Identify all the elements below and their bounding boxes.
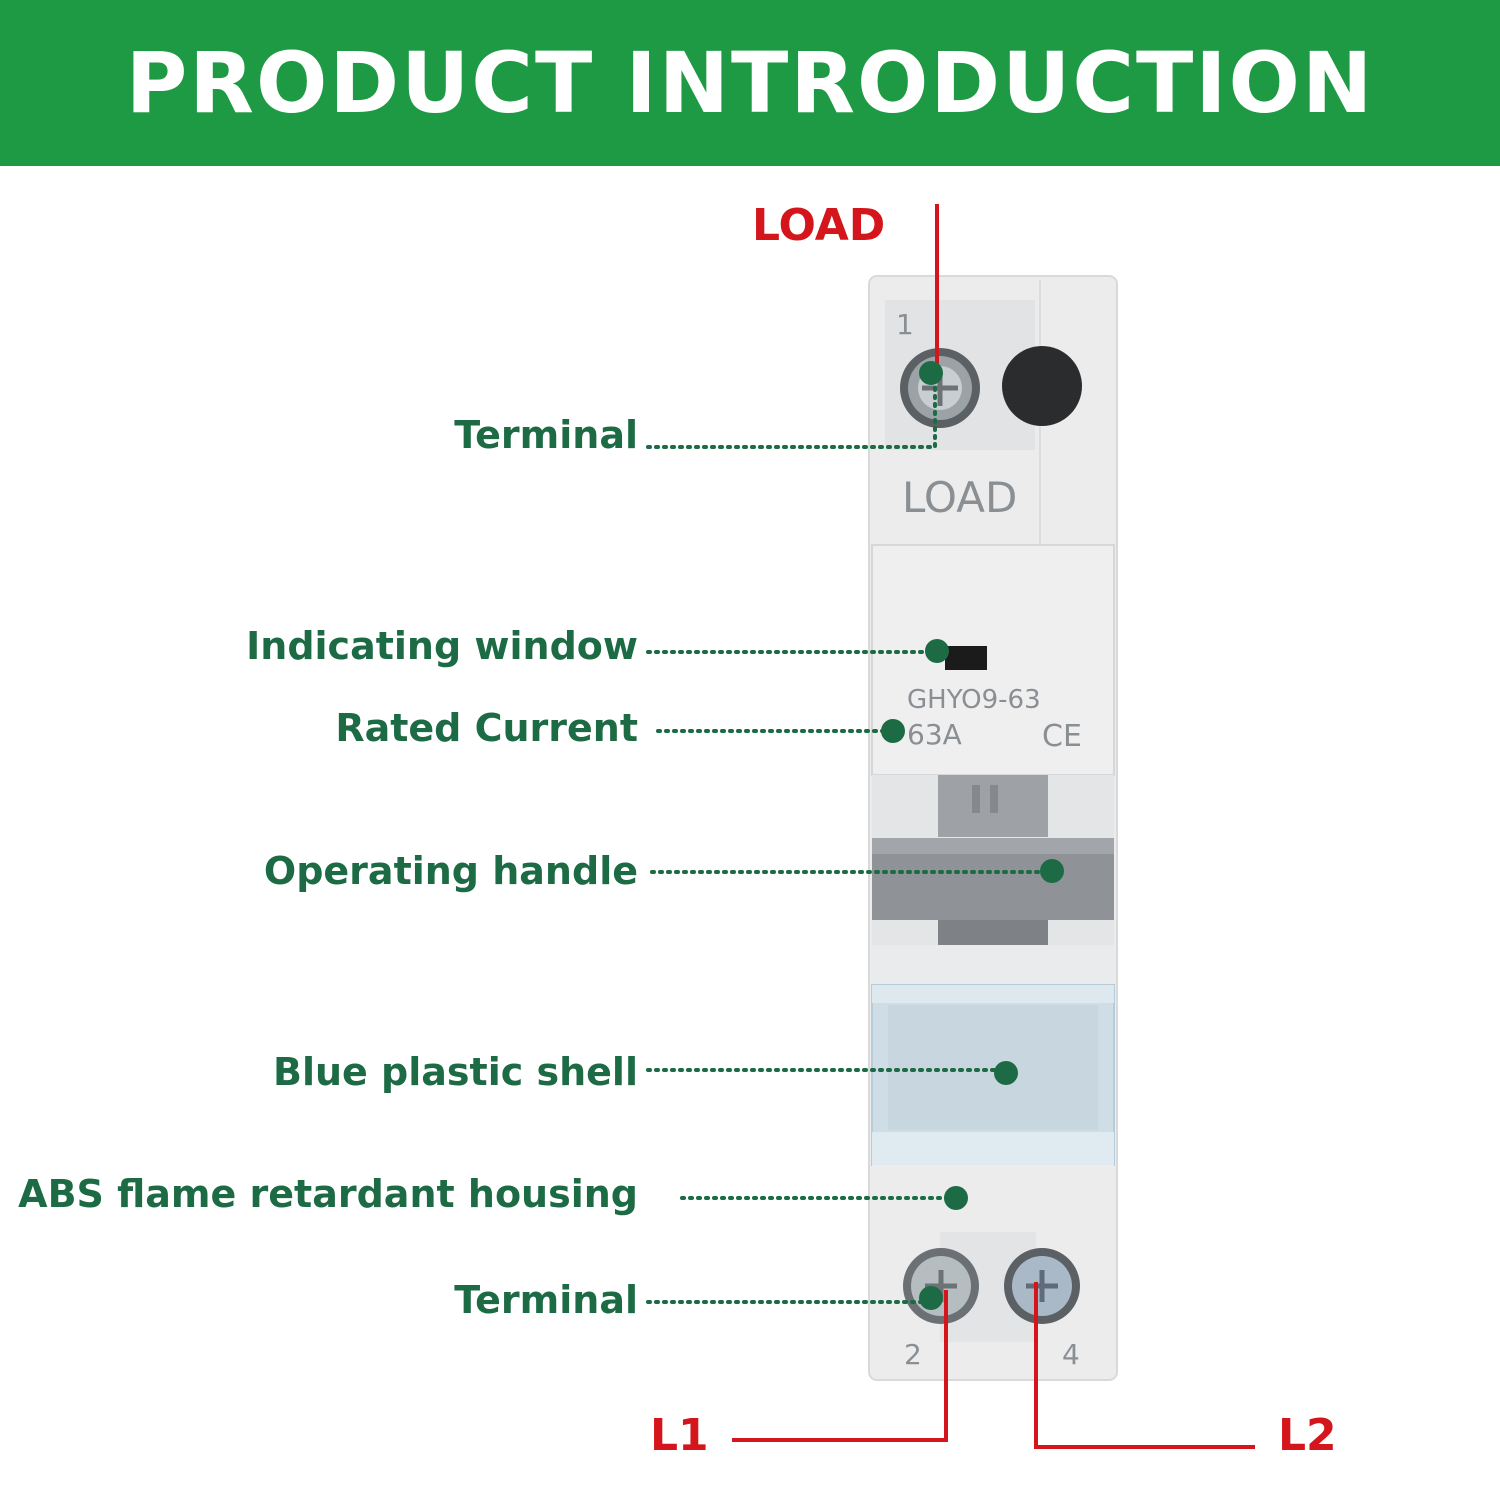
callout-abs-housing: ABS flame retardant housing: [18, 1172, 638, 1216]
breaker-body: [868, 275, 1118, 1381]
callout-indicating-window: Indicating window: [246, 624, 638, 668]
dot-terminal-bottom: [919, 1286, 943, 1310]
l1-wire: [732, 1290, 948, 1442]
indicating-window: [945, 646, 987, 670]
ce-mark: CE: [1042, 719, 1082, 754]
l2-wire: [1034, 1282, 1255, 1449]
dot-terminal-top: [919, 361, 943, 385]
model-text: GHYO9-63: [907, 685, 1041, 715]
terminal-number-2: 2: [904, 1338, 922, 1371]
dot-abs-housing: [944, 1186, 968, 1210]
dot-operating-handle: [1040, 859, 1064, 883]
load-wire-label: LOAD: [752, 200, 886, 251]
callout-rated-current: Rated Current: [335, 706, 638, 750]
callout-blue-plastic-shell: Blue plastic shell: [273, 1050, 638, 1094]
bottom-left-terminal-screw[interactable]: [903, 1248, 979, 1324]
callout-terminal-top: Terminal: [454, 413, 638, 457]
callout-terminal-bottom: Terminal: [454, 1278, 638, 1322]
terminal-number-4: 4: [1062, 1338, 1080, 1371]
callout-dots: [881, 361, 1064, 1310]
title-banner: PRODUCT INTRODUCTION: [0, 0, 1500, 166]
body-load-text: LOAD: [902, 473, 1017, 522]
bottom-right-terminal-screw[interactable]: [1004, 1248, 1080, 1324]
dot-blue-shell: [994, 1061, 1018, 1085]
top-terminal-screw[interactable]: [900, 348, 980, 428]
wires: [732, 204, 1255, 1449]
leader-lines: [646, 378, 1054, 1304]
banner-title: PRODUCT INTRODUCTION: [125, 34, 1375, 132]
terminal-number-1: 1: [896, 308, 914, 341]
callout-operating-handle: Operating handle: [263, 849, 638, 893]
leader-terminal-top: [646, 378, 937, 449]
dot-indicating-window: [925, 639, 949, 663]
dot-rated-current: [881, 719, 905, 743]
l1-wire-label: L1: [650, 1410, 709, 1461]
l2-wire-label: L2: [1278, 1410, 1337, 1461]
top-socket: [1002, 346, 1082, 426]
rating-text: 63A: [907, 718, 962, 751]
